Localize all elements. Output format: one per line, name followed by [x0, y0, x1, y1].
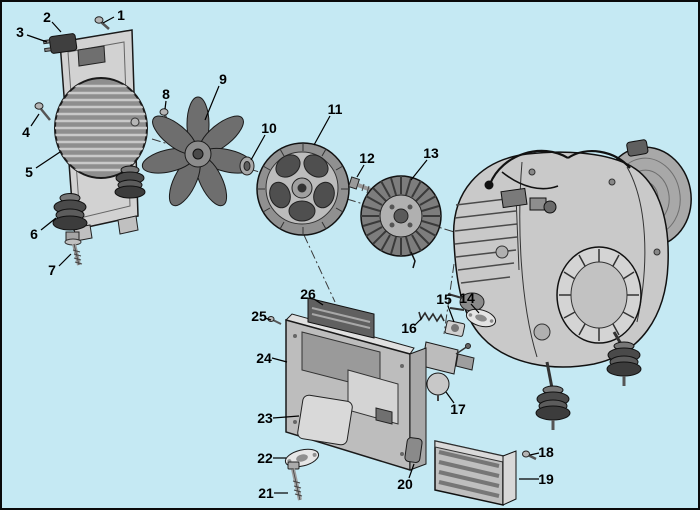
fan-housing-plate — [54, 29, 148, 242]
part-label-20: 20 — [397, 476, 413, 492]
leader-line-14 — [470, 303, 480, 314]
louvered-panel — [434, 440, 517, 506]
leader-line-23 — [272, 415, 300, 419]
leader-line-12 — [356, 164, 365, 178]
part-label-13: 13 — [423, 145, 439, 161]
screw-1 — [94, 16, 110, 30]
stator-coils — [361, 176, 441, 256]
engine-assembly — [447, 139, 692, 430]
part-label-2: 2 — [43, 9, 51, 25]
cooling-fan — [141, 96, 255, 207]
leader-line-6 — [40, 217, 57, 231]
part-label-22: 22 — [257, 450, 273, 466]
part-label-5: 5 — [25, 164, 33, 180]
rubber-mount-upper — [114, 165, 146, 199]
leader-line-16 — [414, 317, 423, 326]
bolt-7 — [64, 231, 83, 266]
throttle-spring — [418, 311, 445, 323]
part-label-3: 3 — [16, 24, 24, 40]
panel-insert — [307, 297, 375, 339]
leader-line-13 — [410, 159, 428, 181]
panel-inner-cover — [297, 394, 353, 446]
rim-fins — [257, 143, 349, 235]
screw-4 — [34, 102, 51, 121]
leader-line-15 — [447, 305, 455, 323]
part-label-21: 21 — [258, 485, 274, 501]
part-label-7: 7 — [48, 262, 56, 278]
bolt-21 — [287, 461, 303, 501]
leader-line-7 — [58, 253, 72, 267]
stator — [360, 175, 442, 269]
power-plug — [42, 33, 78, 54]
ignition-wires — [484, 149, 631, 190]
leader-line-8 — [164, 100, 167, 110]
ignition-coil — [500, 187, 528, 209]
leader-line-18 — [529, 452, 540, 456]
part-label-14: 14 — [459, 290, 475, 306]
carburetor — [421, 341, 475, 401]
insulator-plate — [444, 320, 466, 337]
part-label-19: 19 — [538, 471, 554, 487]
screw-18 — [522, 450, 537, 461]
leader-line-11 — [313, 115, 331, 146]
part-label-23: 23 — [257, 410, 273, 426]
part-label-1: 1 — [117, 7, 125, 23]
engine-foot-left — [535, 361, 571, 430]
part-label-16: 16 — [401, 320, 417, 336]
leader-line-1 — [102, 16, 115, 24]
part-label-26: 26 — [300, 286, 316, 302]
spoke-windows — [269, 154, 335, 222]
rubber-mount-lower — [52, 193, 88, 231]
leader-line-25 — [264, 317, 272, 321]
leader-line-5 — [35, 151, 61, 169]
leader-line-26 — [313, 298, 324, 306]
part-label-17: 17 — [450, 401, 466, 417]
part-label-10: 10 — [261, 120, 277, 136]
control-panel — [285, 297, 427, 472]
leader-line-24 — [271, 357, 288, 363]
part-label-18: 18 — [538, 444, 554, 460]
part-label-24: 24 — [256, 350, 272, 366]
part-label-6: 6 — [30, 226, 38, 242]
part-label-9: 9 — [219, 71, 227, 87]
flywheel-rotor — [256, 142, 350, 236]
leader-line-17 — [445, 391, 455, 404]
leader-line-9 — [204, 85, 220, 121]
end-cover — [556, 246, 642, 344]
part-label-8: 8 — [162, 86, 170, 102]
vent-slats — [55, 84, 147, 172]
gasket-14 — [465, 308, 497, 328]
leader-line-10 — [250, 134, 266, 161]
part-label-4: 4 — [22, 124, 30, 140]
leader-line-3 — [26, 34, 48, 43]
collar-spacer — [239, 156, 255, 176]
part-label-15: 15 — [436, 291, 452, 307]
part-label-12: 12 — [359, 150, 375, 166]
part-label-25: 25 — [251, 308, 267, 324]
leader-line-4 — [30, 113, 40, 127]
foam-pad — [404, 437, 423, 463]
leader-line-2 — [51, 21, 62, 33]
part-label-11: 11 — [328, 101, 343, 117]
leader-line-20 — [408, 463, 415, 479]
engine-foot-right — [606, 331, 642, 386]
